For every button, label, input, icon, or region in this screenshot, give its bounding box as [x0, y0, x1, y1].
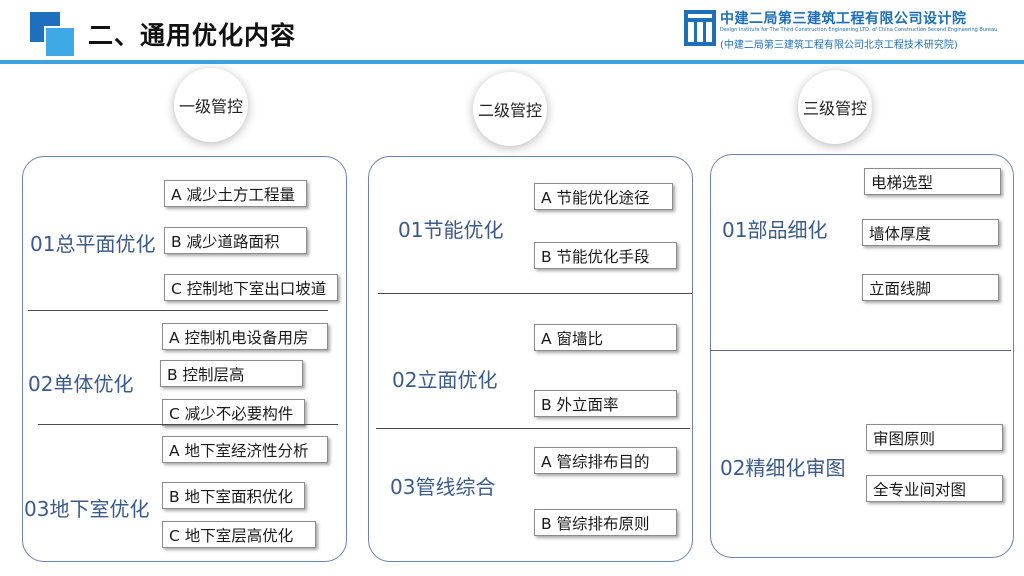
section-title: 01总平面优化	[30, 232, 156, 256]
section-title: 02立面优化	[392, 368, 498, 392]
item-box[interactable]: A 管综排布目的	[534, 447, 677, 474]
section-title: 03地下室优化	[24, 497, 150, 521]
item-box[interactable]: 墙体厚度	[862, 219, 999, 246]
item-box[interactable]: C 减少不必要构件	[162, 399, 305, 426]
item-box[interactable]: 电梯选型	[864, 168, 1001, 195]
level-3-circle: 三级管控	[798, 70, 872, 144]
item-box[interactable]: C 地下室层高优化	[162, 521, 316, 548]
section-divider	[38, 424, 338, 425]
level-2-circle: 二级管控	[473, 72, 547, 146]
item-box[interactable]: A 节能优化途径	[534, 183, 673, 210]
org-subname: (中建二局第三建筑工程有限公司北京工程技术研究院)	[720, 40, 958, 51]
item-box[interactable]: C 控制地下室出口坡道	[164, 274, 338, 301]
item-box[interactable]: B 节能优化手段	[534, 242, 677, 269]
item-box[interactable]: 审图原则	[866, 424, 1003, 451]
page-title: 二、通用优化内容	[88, 21, 297, 50]
company-logo-icon	[684, 10, 716, 46]
section-title: 02单体优化	[28, 372, 134, 396]
item-box[interactable]: B 控制层高	[160, 360, 303, 387]
item-box[interactable]: 立面线脚	[862, 274, 999, 301]
section-title: 03管线综合	[390, 475, 496, 499]
item-box[interactable]: A 控制机电设备用房	[162, 323, 328, 350]
header-square-light	[44, 26, 76, 58]
item-box[interactable]: A 窗墙比	[534, 324, 677, 351]
org-name: 中建二局第三建筑工程有限公司设计院	[720, 11, 967, 27]
panel-level-2	[368, 156, 693, 562]
item-box[interactable]: A 减少土方工程量	[164, 180, 307, 207]
section-title: 01部品细化	[722, 218, 828, 242]
section-title: 01节能优化	[398, 218, 504, 242]
item-box[interactable]: B 管综排布原则	[534, 509, 677, 536]
header-divider	[0, 60, 1024, 64]
section-divider	[378, 293, 692, 294]
item-box[interactable]: B 外立面率	[534, 390, 677, 417]
item-box[interactable]: 全专业间对图	[866, 475, 1003, 502]
item-box[interactable]: B 地下室面积优化	[162, 482, 305, 509]
item-box[interactable]: B 减少道路面积	[164, 227, 307, 254]
org-name-en: Design Institute for The Third Construct…	[720, 27, 998, 33]
section-title: 02精细化审图	[720, 456, 846, 480]
section-divider	[711, 350, 1011, 351]
item-box[interactable]: A 地下室经济性分析	[162, 436, 328, 463]
level-1-circle: 一级管控	[174, 68, 248, 142]
section-divider	[28, 310, 328, 311]
section-divider	[376, 428, 690, 429]
